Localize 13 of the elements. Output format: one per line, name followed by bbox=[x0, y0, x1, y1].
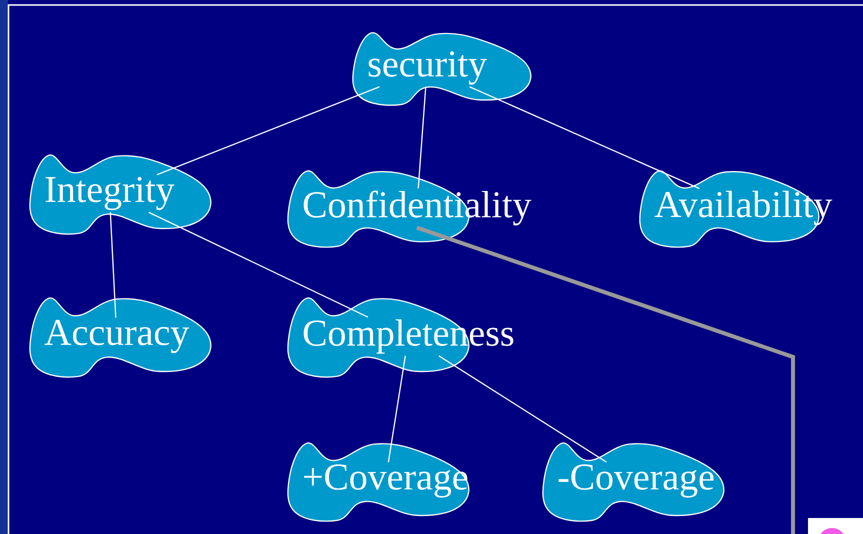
cloud-node: Integrity bbox=[29, 154, 212, 235]
connector-line bbox=[110, 212, 116, 318]
connector-line bbox=[469, 86, 700, 190]
connector-line bbox=[438, 355, 607, 463]
cloud-node: security bbox=[352, 32, 532, 106]
connector-line bbox=[416, 226, 795, 534]
cloud-node: +Coverage bbox=[287, 442, 470, 522]
connector-line bbox=[418, 86, 426, 188]
connector-line bbox=[148, 212, 368, 318]
connector-line bbox=[156, 86, 380, 176]
cloud-node: Accuracy bbox=[29, 297, 212, 378]
connector-line bbox=[388, 356, 406, 462]
cloud-node: -Coverage bbox=[542, 442, 724, 522]
